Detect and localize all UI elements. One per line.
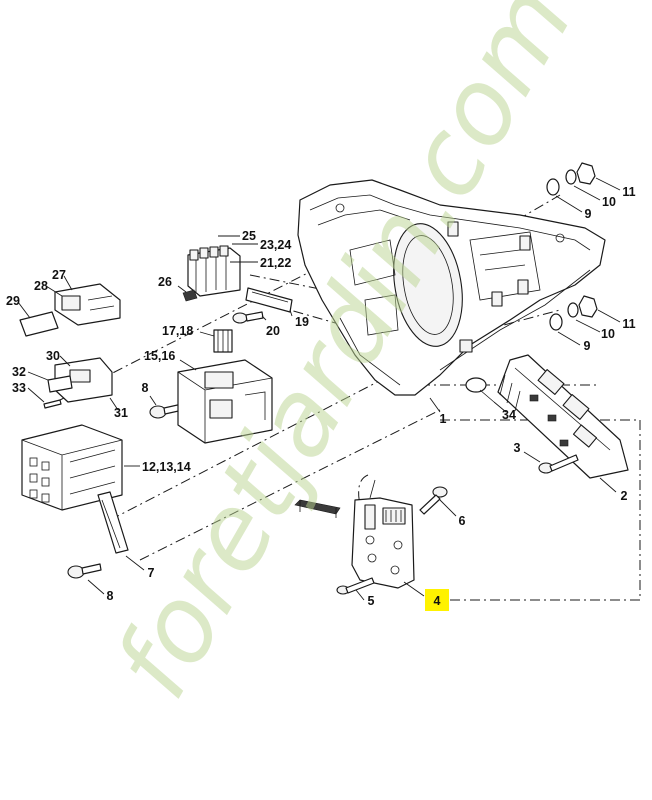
- label-part-10-lower: 10: [601, 327, 615, 341]
- label-part-3: 3: [514, 441, 521, 455]
- ribbon-connector: [294, 499, 341, 518]
- pin-part-5: [336, 577, 375, 595]
- terminal-block-parts-21-25: [187, 245, 241, 297]
- label-part-28: 28: [34, 279, 48, 293]
- leader-lines: [17, 177, 621, 601]
- connector-part-17-18: [213, 329, 233, 353]
- contactor-part-12-14: [21, 424, 123, 511]
- label-part-30: 30: [46, 349, 60, 363]
- label-part-7: 7: [148, 566, 155, 580]
- label-part-25: 25: [242, 229, 256, 243]
- label-part-15-16: 15,16: [144, 349, 175, 363]
- module-parts-30-33: [43, 357, 113, 409]
- screw-part-20: [232, 311, 264, 324]
- label-part-19: 19: [295, 315, 309, 329]
- washer-nut-set-lower: [549, 295, 598, 331]
- label-part-5: 5: [368, 594, 375, 608]
- small-board-part-4: [351, 479, 415, 589]
- circuit-board-part-2: [497, 354, 629, 479]
- label-part-9-upper: 9: [585, 207, 592, 221]
- part-4-highlight: [425, 589, 449, 611]
- housing-part-1: [297, 179, 606, 396]
- screw-part-8-lower: [67, 563, 102, 579]
- label-part-23-24: 23,24: [260, 238, 291, 252]
- clip-part-26: [182, 289, 198, 302]
- label-part-8-upper: 8: [142, 381, 149, 395]
- label-part-20: 20: [266, 324, 280, 338]
- label-part-17-18: 17,18: [162, 324, 193, 338]
- label-part-10-upper: 10: [602, 195, 616, 209]
- label-part-2: 2: [621, 489, 628, 503]
- label-part-33: 33: [12, 381, 26, 395]
- label-part-4: 4: [434, 594, 441, 608]
- label-part-12-13-14: 12,13,14: [142, 460, 191, 474]
- washer-nut-set-upper: [546, 162, 596, 196]
- part-number-labels: 1 2 3 4 5 6 7 8 8 9 9 10 10 11 11 12,13,…: [6, 185, 636, 608]
- label-part-9-lower: 9: [584, 339, 591, 353]
- cable-tie-part-34: [465, 377, 495, 403]
- screw-part-6: [419, 486, 448, 515]
- label-part-1: 1: [440, 412, 447, 426]
- label-part-6: 6: [459, 514, 466, 528]
- label-part-34: 34: [502, 408, 516, 422]
- label-part-32: 32: [12, 365, 26, 379]
- relay-part-15-16: [177, 359, 273, 444]
- label-part-27: 27: [52, 268, 66, 282]
- label-part-31: 31: [114, 406, 128, 420]
- rail-part-19: [245, 287, 293, 313]
- label-part-11-lower: 11: [622, 317, 635, 331]
- din-rail-part-7: [97, 491, 129, 554]
- screw-part-3: [538, 454, 579, 474]
- label-part-8-lower: 8: [107, 589, 114, 603]
- label-part-26: 26: [158, 275, 172, 289]
- label-part-21-22: 21,22: [260, 256, 291, 270]
- label-part-11-upper: 11: [622, 185, 635, 199]
- label-part-29: 29: [6, 294, 20, 308]
